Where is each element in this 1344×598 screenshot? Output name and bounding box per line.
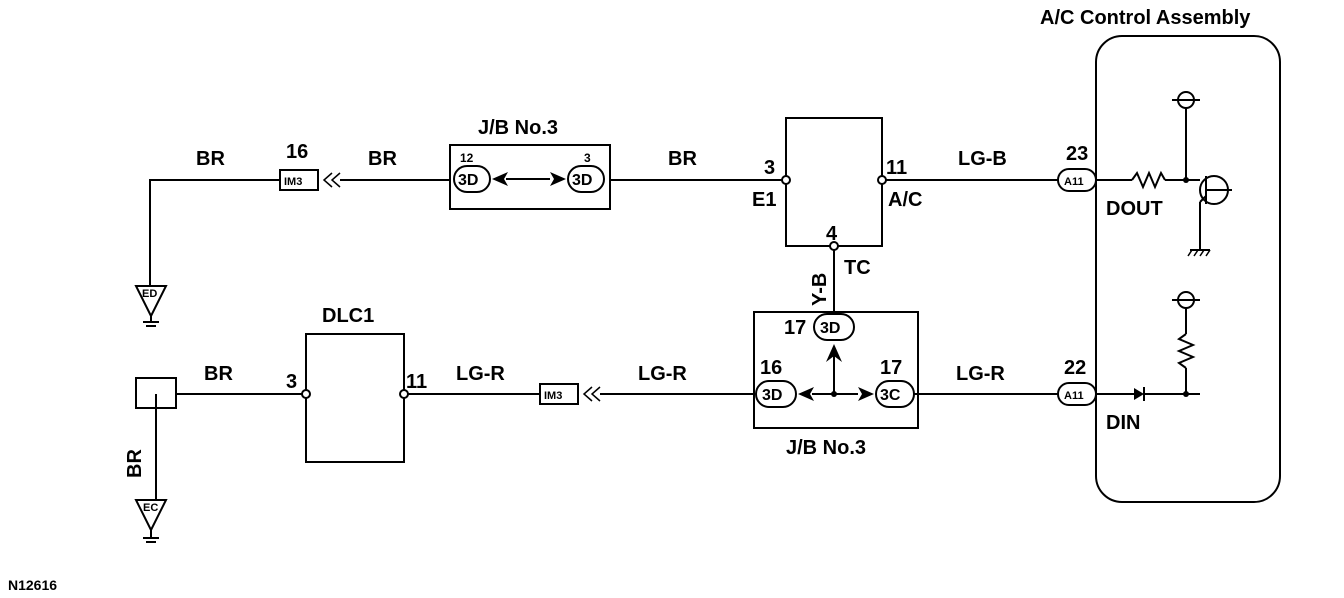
arrow-left-icon	[798, 387, 814, 401]
a11-top-pin: 23	[1066, 143, 1088, 165]
vcc-terminal-icon	[1177, 91, 1195, 109]
ecu-ac-pin: 11	[886, 157, 907, 179]
a11-bottom-label: A11	[1064, 390, 1084, 402]
dlc1-left-pin: 3	[286, 371, 297, 393]
top-circuit: ED BR 16 IM3 BR J/B No.3 12 3D 3 3D BR 3…	[134, 117, 1097, 327]
bottom-circuit: BR EC BR DLC1 3 11 LG-R IM3 LG-R 17 3D 1…	[124, 305, 1097, 543]
dlc1-title: DLC1	[322, 305, 374, 327]
a11-top-connector	[1057, 168, 1097, 192]
ac-control-assembly: A/C Control Assembly DOUT DIN	[1040, 7, 1281, 503]
diode-icon	[1134, 388, 1144, 400]
jb-bottom-left-conn: 3D	[762, 387, 782, 404]
dlc1-right-pin: 11	[406, 371, 427, 393]
diagram-id: N12616	[8, 577, 57, 593]
arrow-left-icon	[492, 172, 508, 186]
ecu-tc-label: TC	[844, 257, 871, 279]
jb-bottom-left-connector	[755, 380, 797, 408]
a11-top-label: A11	[1064, 176, 1084, 188]
dlc1-box	[305, 333, 405, 463]
wire-br-label: BR	[124, 449, 146, 478]
a11-bottom-connector	[1057, 382, 1097, 406]
jb-bottom-left-pin: 16	[760, 357, 782, 379]
jb-top-left-conn: 3D	[458, 172, 478, 189]
ac-control-outline	[1095, 35, 1281, 503]
wire-lg-r-label: LG-R	[956, 363, 1005, 385]
jb-top-left-connector	[453, 165, 491, 193]
vcc-terminal-icon	[1177, 291, 1195, 309]
wire-br-label: BR	[196, 148, 225, 170]
jb-bottom-top-conn: 3D	[820, 320, 840, 337]
dout-resistor	[1131, 170, 1166, 190]
arrow-right-icon	[858, 387, 874, 401]
ground-ed-icon	[134, 285, 168, 319]
im3-top-label: IM3	[284, 176, 302, 188]
ac-control-title: A/C Control Assembly	[1040, 7, 1251, 29]
wire-lg-r-label: LG-R	[638, 363, 687, 385]
ecu-box	[785, 117, 883, 247]
jb-bottom-top-pin: 17	[784, 317, 806, 339]
jb-bottom-right-conn: 3C	[880, 387, 901, 404]
wire-y-b-label: Y-B	[809, 273, 831, 306]
ecu-tc-pin: 4	[826, 223, 838, 245]
din-resistor	[1176, 333, 1196, 369]
din-label: DIN	[1106, 412, 1140, 434]
jb-bottom-top-connector	[813, 313, 855, 341]
jb-bottom-right-pin: 17	[880, 357, 902, 379]
jb-bottom-title: J/B No.3	[786, 437, 866, 459]
im3-bottom-connector	[539, 383, 579, 405]
ground-ec-label: EC	[143, 502, 158, 514]
ground-ed-label: ED	[142, 288, 157, 300]
a11-bottom-pin: 22	[1064, 357, 1086, 379]
im3-top-pin: 16	[286, 141, 308, 163]
arrow-right-icon	[550, 172, 566, 186]
im3-top-connector	[279, 169, 319, 191]
ecu-ac-label: A/C	[888, 189, 922, 211]
ground-ec-icon	[134, 499, 168, 533]
jb-top-left-pin: 12	[460, 151, 474, 165]
wire-lg-r-label: LG-R	[456, 363, 505, 385]
ecu-e1-pin: 3	[764, 157, 775, 179]
ecu-e1-label: E1	[752, 189, 776, 211]
im3-bottom-label: IM3	[544, 390, 562, 402]
wire-br-label: BR	[204, 363, 233, 385]
wire-br-label: BR	[368, 148, 397, 170]
jb-top-right-conn: 3D	[572, 172, 592, 189]
arrow-up-icon	[826, 344, 842, 362]
jb-top-right-pin: 3	[584, 151, 591, 165]
wire-lg-b-label: LG-B	[958, 148, 1007, 170]
jb-top-title: J/B No.3	[478, 117, 558, 139]
jb-top-right-connector	[567, 165, 605, 193]
dout-label: DOUT	[1106, 198, 1163, 220]
wire-br-label: BR	[668, 148, 697, 170]
